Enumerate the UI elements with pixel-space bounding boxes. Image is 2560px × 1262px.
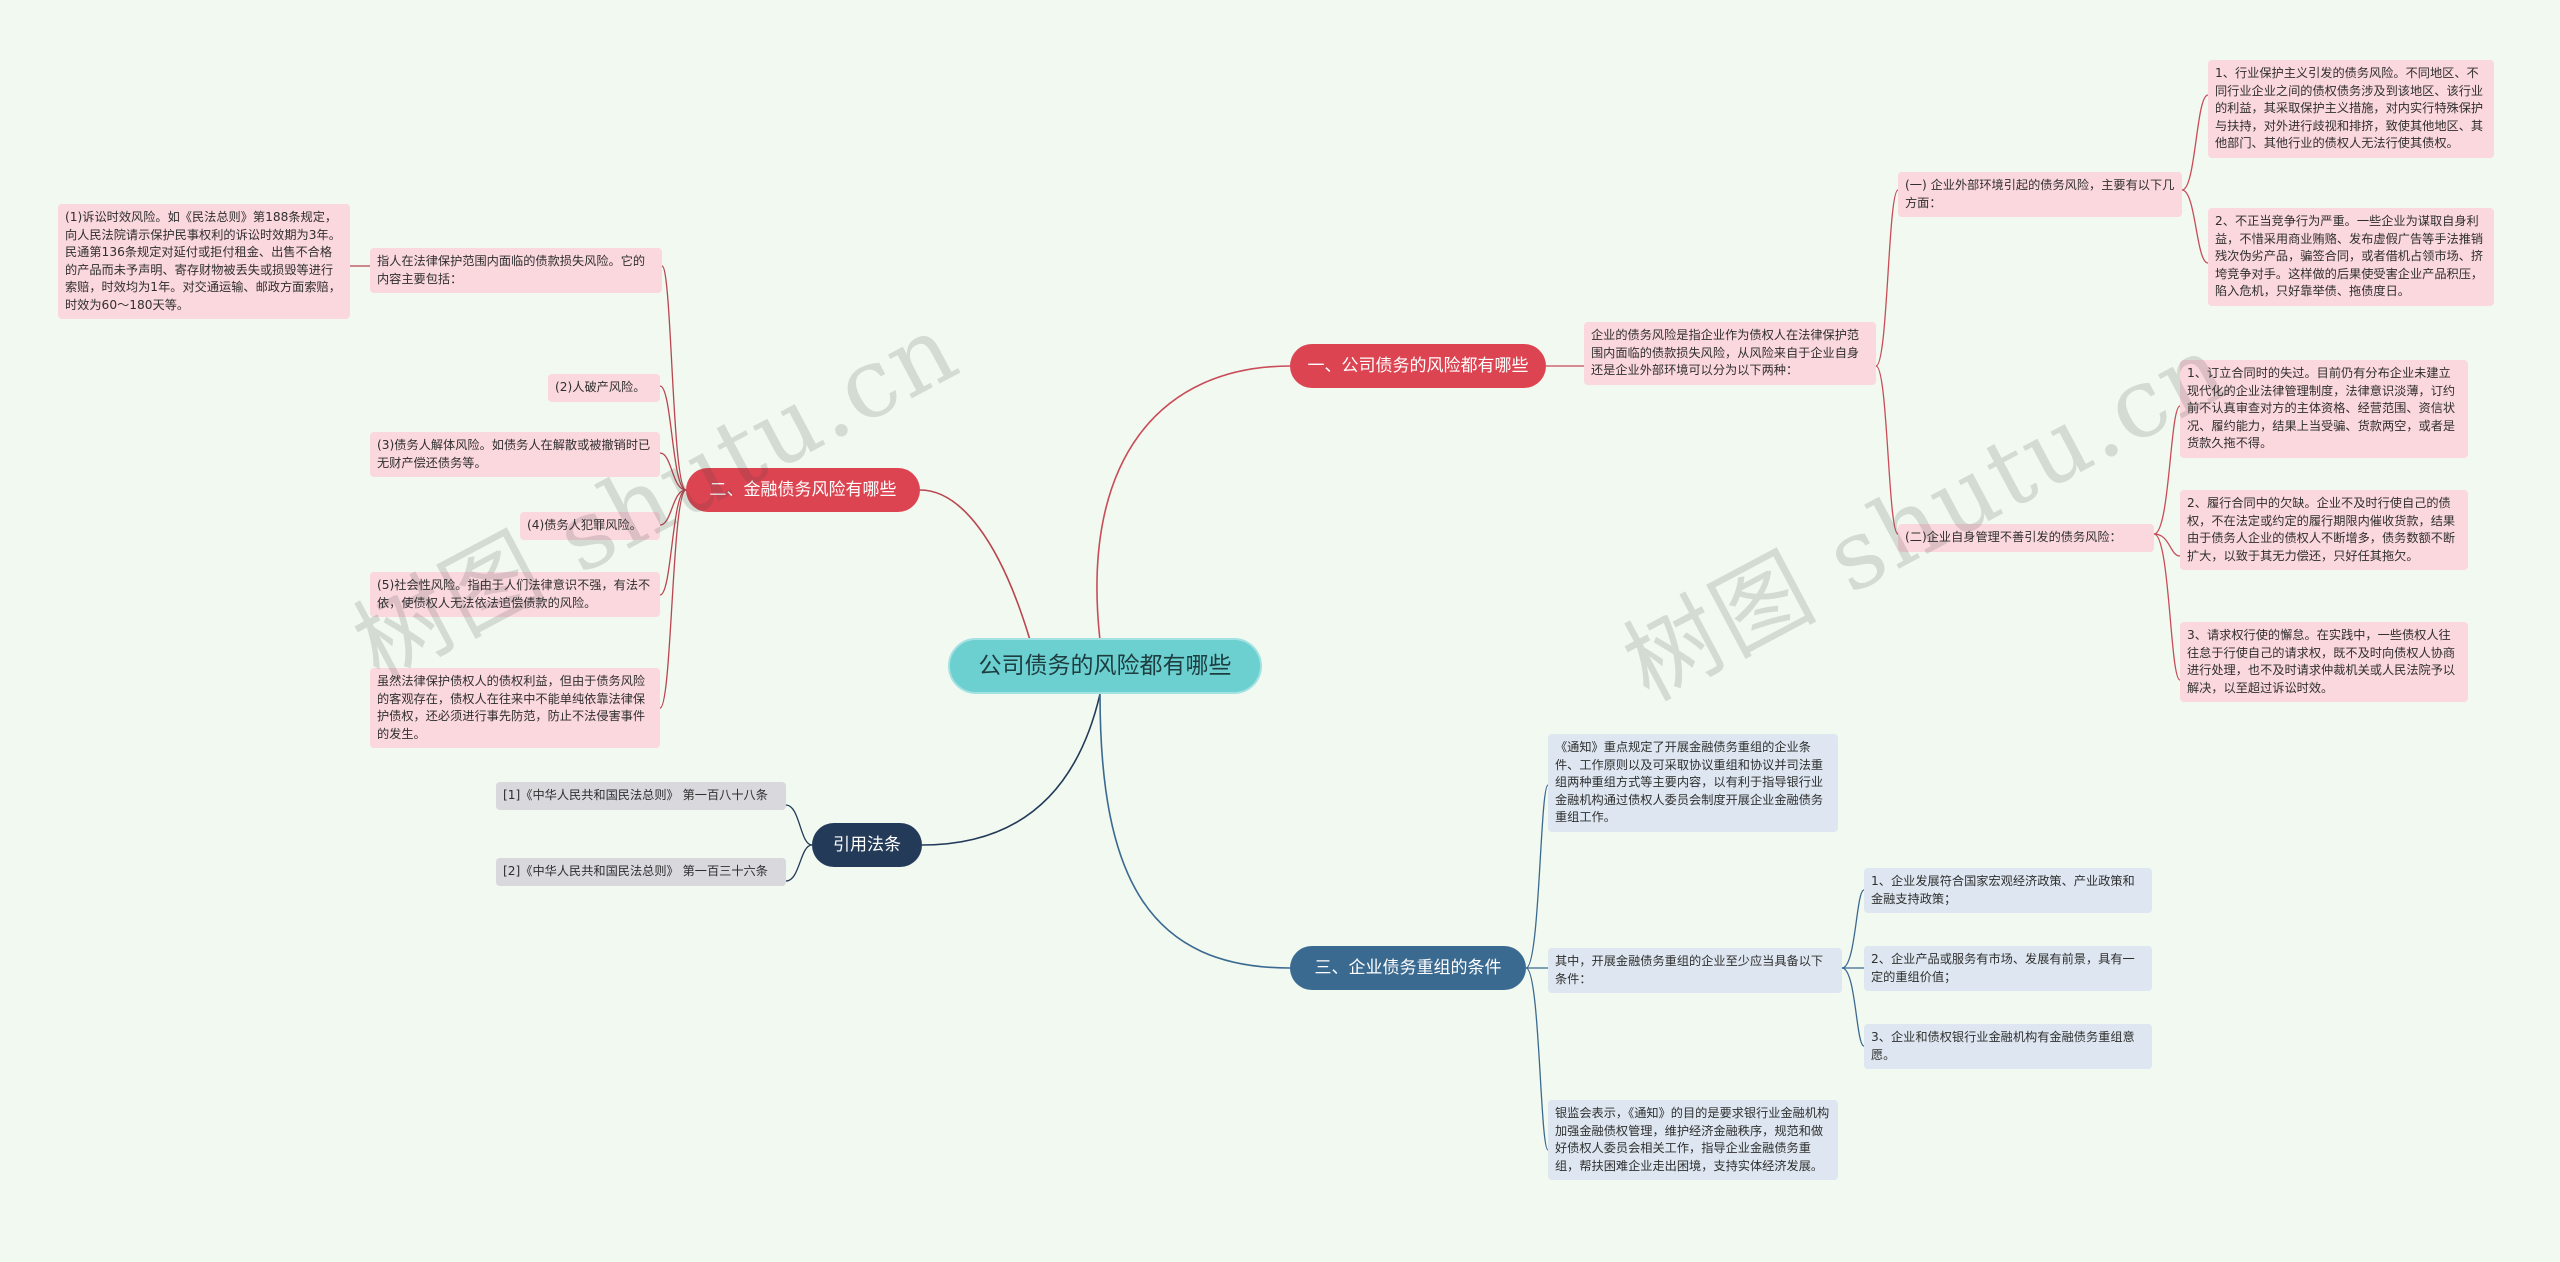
condition-3: 3、企业和债权银行业金融机构有金融债务重组意愿。 bbox=[1864, 1024, 2152, 1069]
link-root-b1 bbox=[1096, 365, 1291, 641]
root-topic[interactable]: 公司债务的风险都有哪些 bbox=[948, 638, 1262, 694]
internal-risk-item-3: 3、请求权行使的懈怠。在实践中，一些债权人往往怠于行使自己的请求权，既不及时向债… bbox=[2180, 622, 2468, 702]
internal-risk-item-2: 2、履行合同中的欠缺。企业不及时行使自己的债权，不在法定或约定的履行期限内催收货… bbox=[2180, 490, 2468, 570]
regulator-statement: 银监会表示，《通知》的目的是要求银行业金融机构加强金融债权管理，维护经济金融秩序… bbox=[1548, 1100, 1838, 1180]
bankruptcy-risk: (2)人破产风险。 bbox=[548, 374, 660, 402]
branch-restructuring-conditions[interactable]: 三、企业债务重组的条件 bbox=[1290, 946, 1526, 990]
crime-risk: (4)债务人犯罪风险。 bbox=[520, 512, 660, 540]
restructuring-notice-intro: 《通知》重点规定了开展金融债务重组的企业条件、工作原则以及可采取协议重组和协议并… bbox=[1548, 734, 1838, 832]
link-root-b2 bbox=[919, 489, 1031, 641]
financial-risk-definition: 指人在法律保护范围内面临的债款损失风险。它的内容主要包括： bbox=[370, 248, 662, 293]
external-risk-item-2: 2、不正当竞争行为严重。一些企业为谋取自身利益，不惜采用商业贿赂、发布虚假广告等… bbox=[2208, 208, 2494, 306]
restructuring-conditions-heading: 其中，开展金融债务重组的企业至少应当具备以下条件： bbox=[1548, 948, 1842, 993]
condition-1: 1、企业发展符合国家宏观经济政策、产业政策和金融支持政策； bbox=[1864, 868, 2152, 913]
branch-company-debt-risk[interactable]: 一、公司债务的风险都有哪些 bbox=[1290, 344, 1546, 388]
link-root-b3 bbox=[921, 693, 1101, 846]
statute-2: [2]《中华人民共和国民法总则》 第一百三十六条 bbox=[496, 858, 786, 886]
statute-limitation-risk: (1)诉讼时效风险。如《民法总则》第188条规定，向人民法院请示保护民事权利的诉… bbox=[58, 204, 350, 319]
statute-1: [1]《中华人民共和国民法总则》 第一百八十八条 bbox=[496, 782, 786, 810]
branch-cited-statutes[interactable]: 引用法条 bbox=[812, 823, 922, 867]
branch1-intro: 企业的债务风险是指企业作为债权人在法律保护范围内面临的债款损失风险，从风险来自于… bbox=[1584, 322, 1876, 385]
internal-risk-heading: (二)企业自身管理不善引发的债务风险： bbox=[1898, 524, 2154, 552]
branch-financial-debt-risk[interactable]: 二、金融债务风险有哪些 bbox=[686, 468, 920, 512]
prevention-note: 虽然法律保护债权人的债权利益，但由于债务风险的客观存在，债权人在往来中不能单纯依… bbox=[370, 668, 660, 748]
social-risk: (5)社会性风险。指由于人们法律意识不强，有法不依，使债权人无法依法追偿债款的风… bbox=[370, 572, 660, 617]
link-root-b4 bbox=[1099, 693, 1291, 969]
external-risk-item-1: 1、行业保护主义引发的债务风险。不同地区、不同行业企业之间的债权债务涉及到该地区… bbox=[2208, 60, 2494, 158]
internal-risk-item-1: 1、订立合同时的失过。目前仍有分布企业未建立现代化的企业法律管理制度，法律意识淡… bbox=[2180, 360, 2468, 458]
dissolution-risk: (3)债务人解体风险。如债务人在解散或被撤销时已无财产偿还债务等。 bbox=[370, 432, 660, 477]
external-risk-heading: (一) 企业外部环境引起的债务风险，主要有以下几方面： bbox=[1898, 172, 2182, 217]
condition-2: 2、企业产品或服务有市场、发展有前景，具有一定的重组价值； bbox=[1864, 946, 2152, 991]
